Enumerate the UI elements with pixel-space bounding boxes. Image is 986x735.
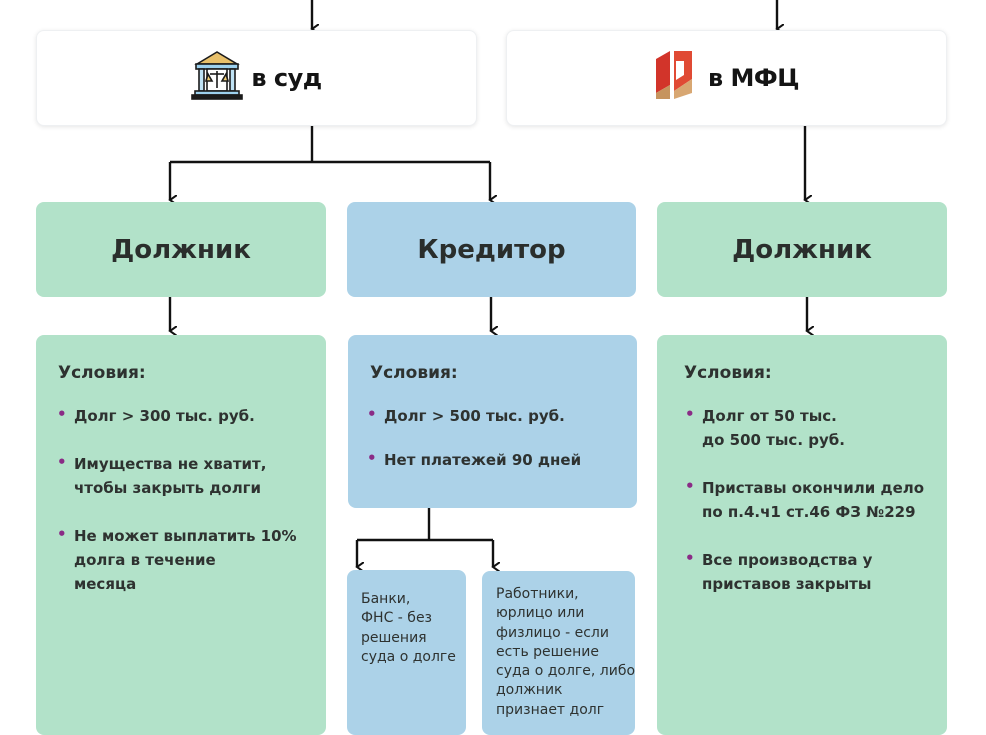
conditions-title: Условия: [58,363,146,383]
connector-lines [0,0,986,715]
list-item: •Имущества не хватит, чтобы закрыть долг… [57,453,267,497]
bullet-icon: • [367,449,377,467]
list-item: •Все производства у приставов закрыты [685,549,873,593]
role-debtor-court-label: Должник [111,234,251,265]
conditions-title: Условия: [684,363,772,383]
list-item: •Долг > 500 тыс. руб. [367,405,565,425]
role-creditor: Кредитор [347,202,636,297]
conditions-list: •Долг > 500 тыс. руб. •Нет платежей 90 д… [367,404,627,496]
entry-mfc-card: в МФЦ [506,30,947,126]
entry-court-card: в суд [36,30,477,126]
creditor-type-others: Работники, юрлицо или физлицо - если ест… [482,571,635,735]
mfc-logo-icon [654,49,694,107]
creditor-type-others-text: Работники, юрлицо или физлицо - если ест… [496,586,636,718]
role-creditor-label: Кредитор [417,234,566,265]
conditions-list: •Долг > 300 тыс. руб. •Имущества не хват… [57,404,317,620]
list-item: •Долг > 300 тыс. руб. [57,405,255,425]
role-debtor-mfc: Должник [657,202,947,297]
bullet-icon: • [57,525,67,543]
list-item: •Приставы окончили дело по п.4.ч1 ст.46 … [685,477,925,521]
creditor-type-banks: Банки, ФНС - без решения суда о долге [347,570,466,735]
list-item: •Долг от 50 тыс. до 500 тыс. руб. [685,405,845,449]
bullet-icon: • [57,453,67,471]
conditions-debtor-mfc: Условия: •Долг от 50 тыс. до 500 тыс. ру… [657,335,947,735]
list-item: •Не может выплатить 10% долга в течение … [57,525,297,593]
bullet-icon: • [685,549,695,567]
conditions-creditor: Условия: •Долг > 500 тыс. руб. •Нет плат… [348,335,637,508]
bullet-icon: • [57,405,67,423]
courthouse-icon [191,48,244,108]
entry-mfc-label: в МФЦ [708,64,800,92]
role-debtor-court: Должник [36,202,326,297]
creditor-type-banks-text: Банки, ФНС - без решения суда о долге [361,591,456,665]
bullet-icon: • [367,405,377,423]
conditions-title: Условия: [370,363,458,383]
bullet-icon: • [685,405,695,423]
bullet-icon: • [685,477,695,495]
entry-court-label: в суд [251,64,322,92]
role-debtor-mfc-label: Должник [732,234,872,265]
conditions-debtor-court: Условия: •Долг > 300 тыс. руб. •Имуществ… [36,335,326,735]
list-item: •Нет платежей 90 дней [367,449,582,469]
conditions-list: •Долг от 50 тыс. до 500 тыс. руб. •Прист… [685,404,945,620]
